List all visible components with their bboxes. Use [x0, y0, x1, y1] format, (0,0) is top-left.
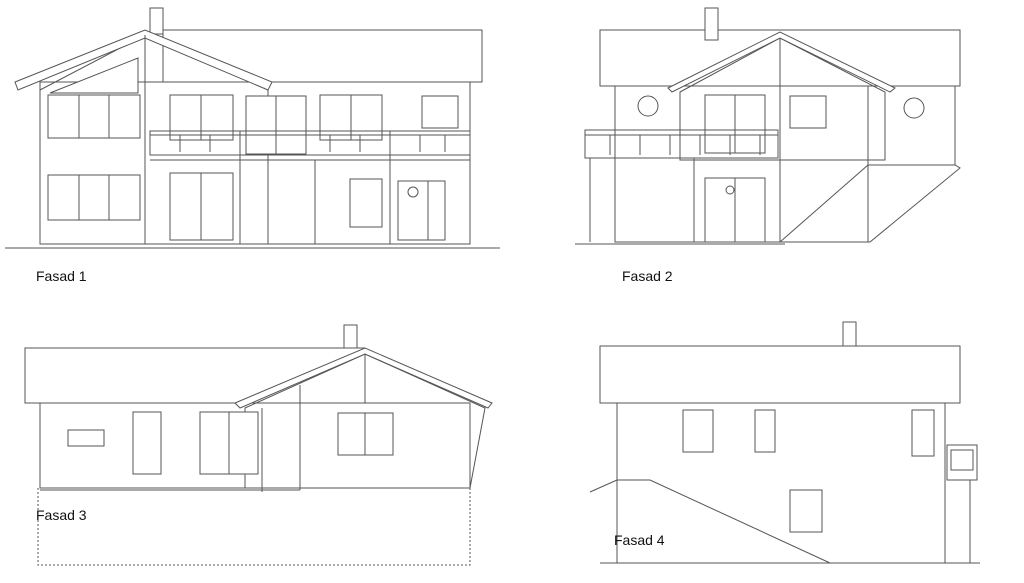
fasad-1-drawing — [5, 7, 500, 249]
windows-lower — [47, 172, 446, 241]
round-window — [903, 97, 925, 119]
gable-fascia — [14, 29, 273, 91]
gable-window — [49, 57, 139, 94]
chimney — [842, 321, 857, 347]
chimney — [149, 7, 164, 35]
wall — [616, 402, 946, 564]
chimney — [343, 324, 358, 349]
fasad-4-label: Fasad 4 — [614, 532, 665, 548]
windows-upper — [47, 94, 459, 155]
fasad-2-drawing — [575, 7, 961, 245]
chimney — [704, 7, 719, 41]
fasad-3-label: Fasad 3 — [36, 507, 87, 523]
fasad-2-label: Fasad 2 — [622, 268, 673, 284]
fasad-1-label: Fasad 1 — [36, 268, 87, 284]
roof-tiles — [599, 345, 961, 404]
roof-tiles — [162, 29, 483, 83]
round-window — [637, 95, 659, 117]
foundation — [37, 488, 471, 566]
fasad-4-drawing — [589, 321, 980, 564]
gable-fascia — [234, 347, 493, 409]
fasad-3-drawing — [24, 324, 493, 566]
balcony-railing — [584, 129, 779, 242]
balcony-railing — [149, 130, 471, 244]
gable-fascia — [667, 31, 896, 93]
